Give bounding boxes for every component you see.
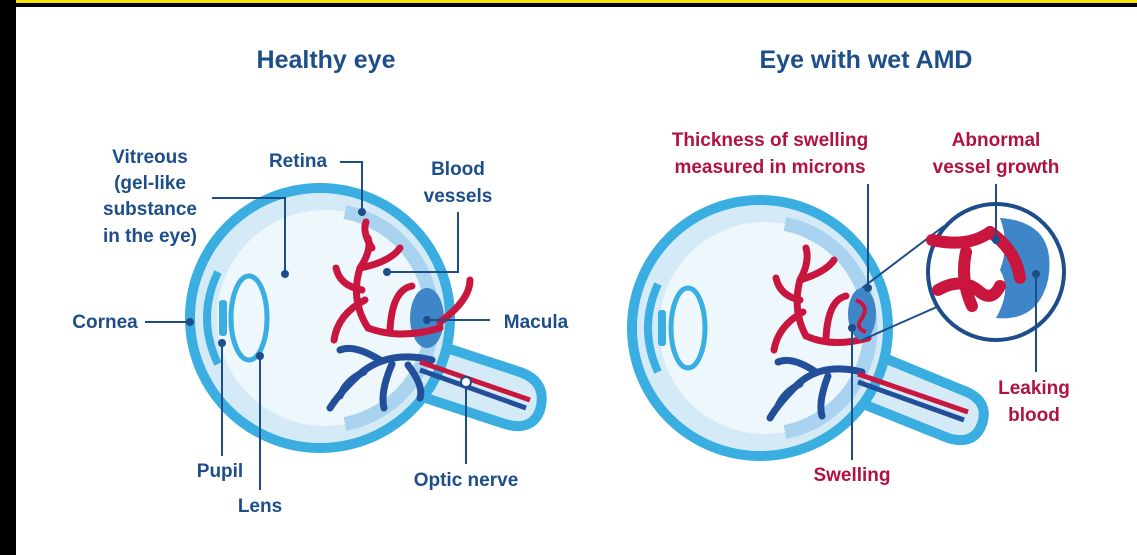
vitreous-label-4: in the eye) bbox=[103, 226, 197, 247]
amd-eye-title: Eye with wet AMD bbox=[760, 46, 973, 74]
optic-nerve-label: Optic nerve bbox=[414, 470, 519, 491]
swelling-label: Swelling bbox=[813, 465, 890, 486]
abnormal-label-2: vessel growth bbox=[933, 157, 1060, 178]
pupil bbox=[219, 300, 227, 336]
vitreous-label-1: Vitreous bbox=[112, 147, 188, 168]
macula-label: Macula bbox=[504, 312, 569, 333]
pupil-label: Pupil bbox=[197, 461, 243, 482]
retina-label: Retina bbox=[269, 151, 328, 172]
lens-label: Lens bbox=[238, 496, 282, 517]
thickness-label-2: measured in microns bbox=[674, 157, 865, 178]
healthy-eye-title: Healthy eye bbox=[257, 46, 396, 74]
healthy-eye-illustration bbox=[190, 188, 542, 448]
cornea-label: Cornea bbox=[72, 312, 138, 333]
vitreous-label-3: substance bbox=[103, 199, 197, 220]
blood-vessels-label-1: Blood bbox=[431, 159, 485, 180]
blood-vessels-label-2: vessels bbox=[424, 186, 493, 207]
abnormal-label-1: Abnormal bbox=[952, 130, 1041, 151]
leaking-label-2: blood bbox=[1008, 405, 1060, 426]
leaking-label-1: Leaking bbox=[998, 378, 1070, 399]
lens bbox=[231, 276, 267, 360]
vitreous-label-2: (gel-like bbox=[114, 173, 186, 194]
thickness-label-1: Thickness of swelling bbox=[672, 130, 868, 151]
